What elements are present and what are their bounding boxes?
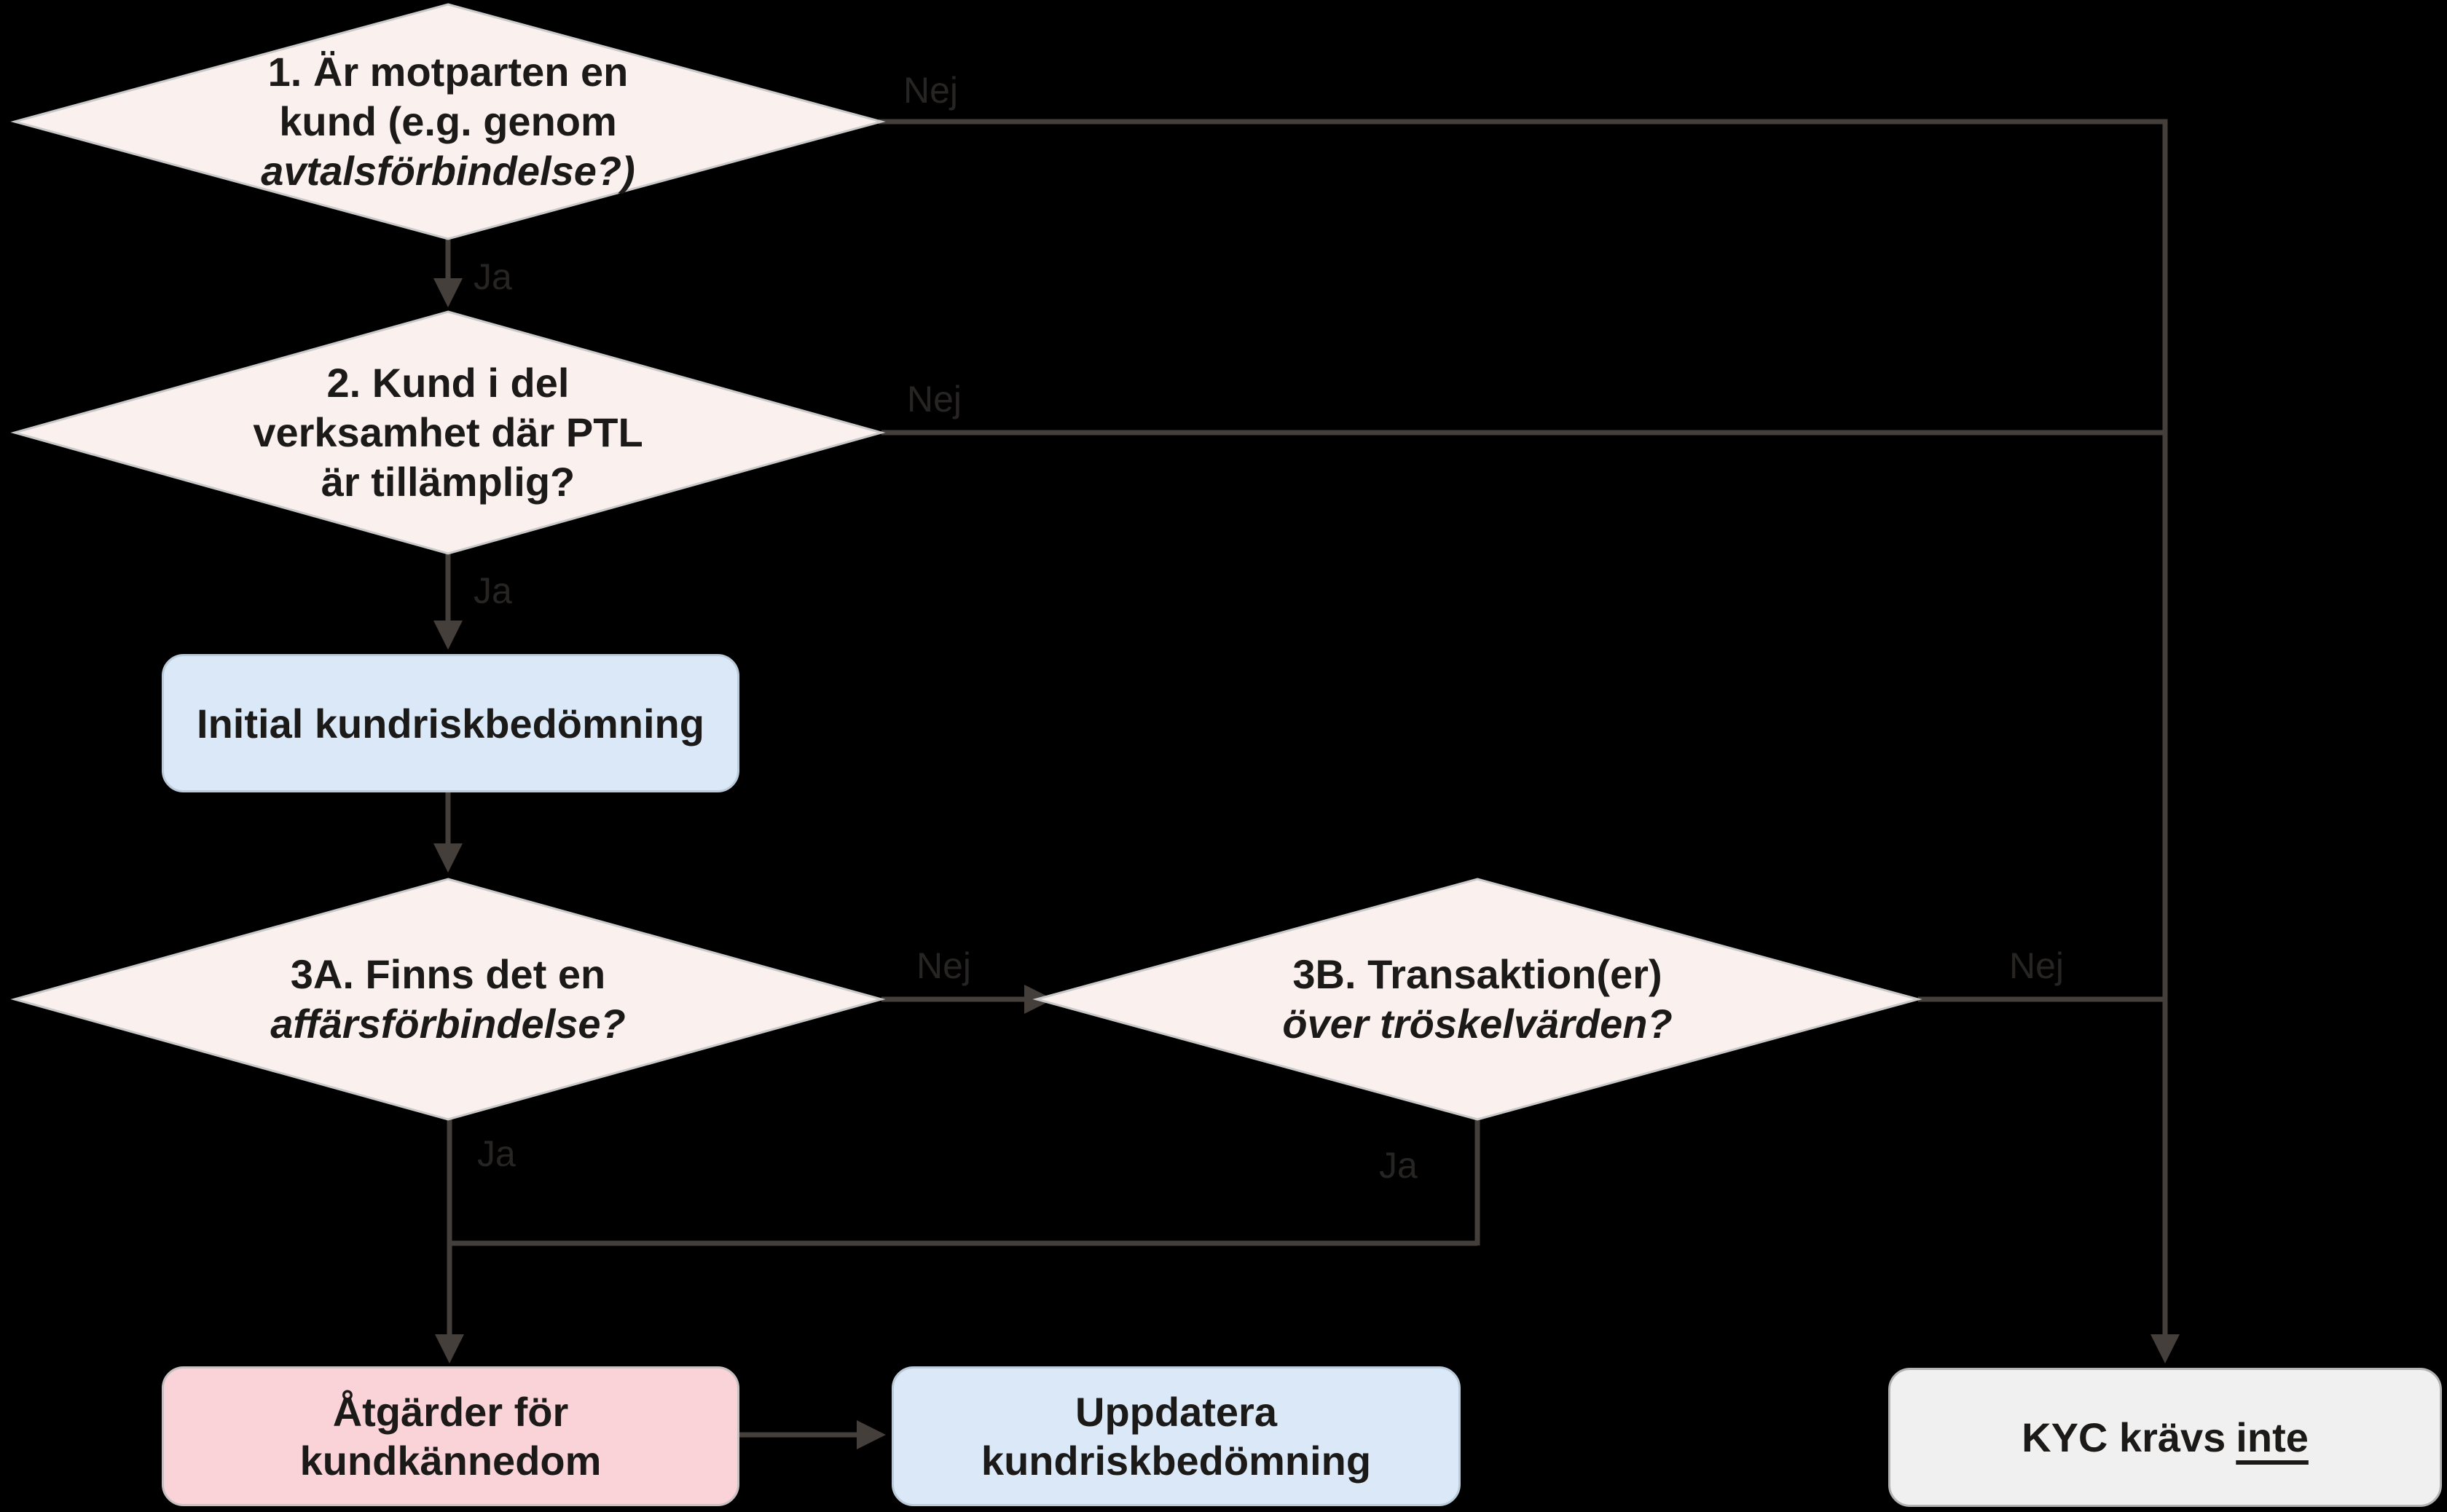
process-atgarder-box: Åtgärder för kundkännedom xyxy=(162,1366,739,1506)
connector-nej-1-to-kyc xyxy=(879,119,2168,1336)
terminal-kyc-text: KYC krävs xyxy=(2022,1414,2226,1460)
process-atgarder-line-2: kundkännedom xyxy=(299,1438,602,1484)
process-uppdatera-line-1: Uppdatera xyxy=(1075,1389,1277,1435)
arrowhead-ja-2 xyxy=(433,621,463,650)
decision-3b-diamond xyxy=(1032,878,1922,1121)
terminal-kyc-underlined-text: inte xyxy=(2236,1414,2309,1460)
process-initial-box: Initial kundriskbedömning xyxy=(162,654,739,792)
arrowhead-initial-to-3a xyxy=(433,843,463,873)
decision-1-diamond xyxy=(10,3,886,240)
arrowhead-nej-to-kyc xyxy=(2151,1334,2180,1363)
arrowhead-ja-1 xyxy=(433,278,463,307)
arrowhead-ja-3a xyxy=(435,1334,464,1363)
arrowhead-atgarder-to-uppdatera xyxy=(857,1420,886,1449)
process-uppdatera-box: Uppdatera kundriskbedömning xyxy=(892,1366,1461,1506)
decision-3a-diamond xyxy=(10,878,886,1121)
decision-2-diamond xyxy=(10,310,886,555)
process-uppdatera-line-2: kundriskbedömning xyxy=(981,1438,1372,1484)
process-initial-label: Initial kundriskbedömning xyxy=(197,700,704,747)
process-atgarder-line-1: Åtgärder för xyxy=(332,1389,569,1435)
